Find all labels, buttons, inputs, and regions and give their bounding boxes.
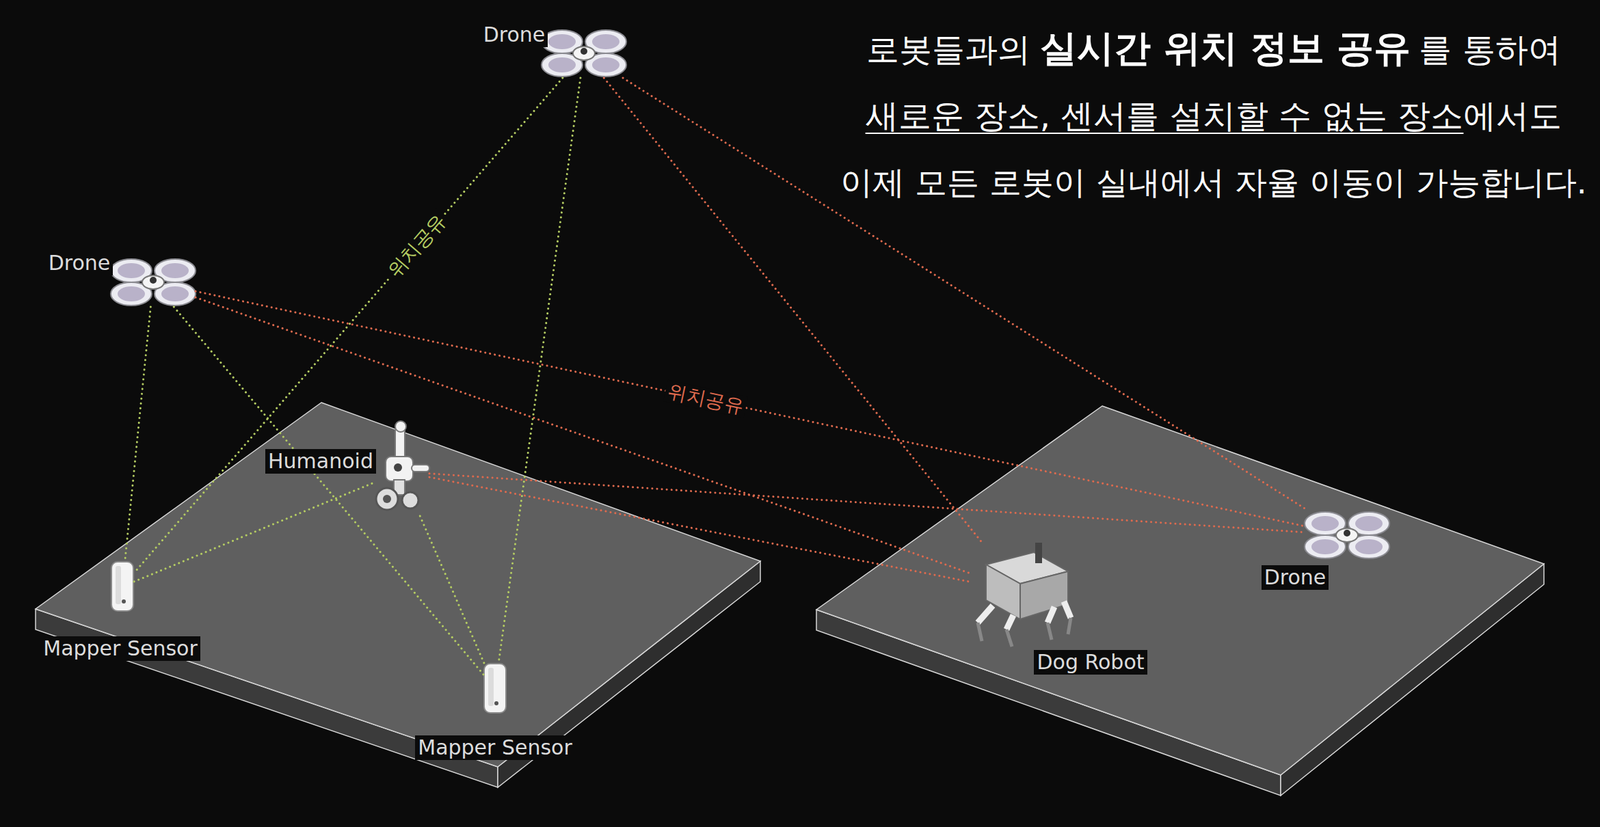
robot-label: Mapper Sensor [415, 735, 576, 761]
dotted-line [603, 77, 984, 545]
robot-label: Drone [1261, 565, 1330, 591]
dotted-line [622, 77, 1309, 511]
robot-label: Drone [480, 22, 549, 48]
dotted-line [419, 516, 485, 664]
dotted-link [195, 291, 1305, 527]
robot-label: Humanoid [265, 449, 377, 474]
robot-node: Humanoid [371, 427, 430, 517]
heading-text: 실시간 위치 정보 공유 [1040, 26, 1411, 70]
dotted-line [134, 483, 372, 582]
heading-text: 이제 모든 로봇이 실내에서 자율 이동이 가능합니다. [840, 163, 1588, 202]
dotted-line [498, 77, 581, 664]
robot-node: Dog Robot [970, 544, 1074, 640]
robot-node: Drone [1304, 510, 1390, 560]
dotted-line [195, 291, 1305, 527]
heading-line: 로봇들과의실시간 위치 정보 공유를 통하여 [834, 15, 1594, 83]
dotted-line [429, 477, 971, 582]
dotted-link [622, 77, 1309, 511]
heading-text: 에서도 [1463, 96, 1562, 135]
dotted-line [429, 473, 1305, 533]
dotted-line [125, 307, 152, 562]
dotted-link [134, 77, 563, 573]
heading-text: 로봇들과의 [866, 30, 1031, 69]
edge-label: 위치공유 [381, 207, 452, 285]
robot-label: Dog Robot [1033, 650, 1147, 675]
robot-node: Mapper Sensor [110, 561, 135, 612]
robot-node: Drone [110, 257, 196, 308]
heading-text: 를 통하여 [1418, 30, 1561, 69]
dotted-link [429, 477, 971, 582]
dotted-link [429, 473, 1305, 533]
dotted-line [134, 77, 563, 573]
dotted-link [134, 483, 372, 582]
dotted-link [125, 307, 152, 562]
dotted-line [173, 307, 484, 675]
dotted-link [195, 297, 971, 574]
dotted-link [603, 77, 984, 545]
robot-node: Mapper Sensor [483, 663, 507, 714]
robot-node: Drone [541, 28, 627, 78]
dotted-link [498, 77, 581, 664]
heading-line: 새로운 장소, 센서를 설치할 수 없는 장소에서도 [834, 82, 1594, 150]
heading-text: 새로운 장소, 센서를 설치할 수 없는 장소 [865, 96, 1464, 135]
dotted-line [195, 297, 971, 574]
heading-line: 이제 모든 로봇이 실내에서 자율 이동이 가능합니다. [834, 149, 1594, 216]
dotted-link [419, 516, 485, 664]
dotted-link [173, 307, 484, 675]
edge-label: 위치공유 [663, 380, 749, 419]
heading: 로봇들과의실시간 위치 정보 공유를 통하여새로운 장소, 센서를 설치할 수 … [834, 15, 1594, 216]
robot-label: Mapper Sensor [40, 636, 201, 662]
robot-label: Drone [45, 250, 114, 276]
